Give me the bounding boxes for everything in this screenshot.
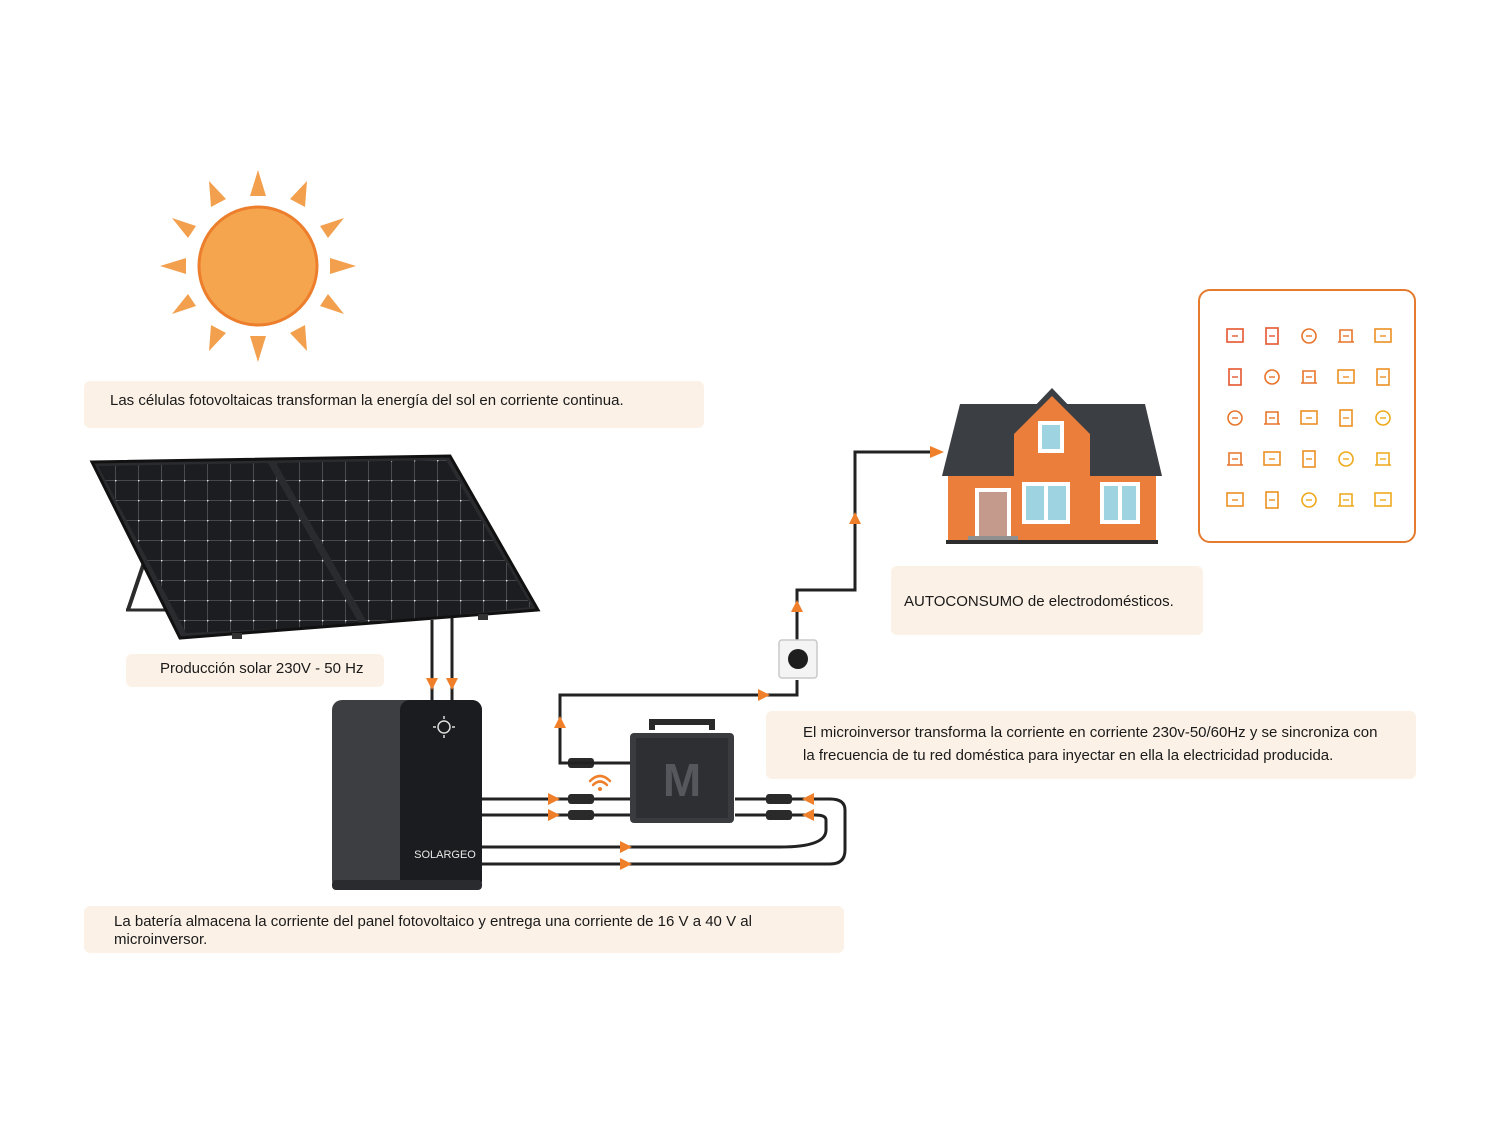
ac-arrows bbox=[554, 446, 944, 728]
svg-text:M: M bbox=[663, 754, 701, 806]
iron-icon bbox=[1338, 451, 1354, 467]
panel-battery-wires bbox=[430, 618, 454, 700]
lamp-icon bbox=[1264, 411, 1280, 425]
autoconsumo-caption: AUTOCONSUMO de electrodomésticos. bbox=[891, 566, 1203, 635]
washing-drum-icon bbox=[1376, 368, 1390, 386]
washer-icon bbox=[1265, 491, 1279, 509]
air-conditioner-icon bbox=[1226, 328, 1244, 343]
wifi-icon bbox=[588, 774, 612, 791]
fridge-icon bbox=[1339, 409, 1353, 427]
panel-icon bbox=[1374, 492, 1392, 507]
appliance-icons-panel bbox=[1198, 289, 1416, 543]
solar-production-caption: Producción solar 230V - 50 Hz bbox=[126, 654, 384, 687]
ac-unit-icon bbox=[1302, 450, 1316, 468]
treadmill-icon bbox=[1263, 451, 1281, 466]
sun-caption: Las células fotovoltaicas transforman la… bbox=[84, 381, 704, 428]
heater-icon bbox=[1338, 329, 1354, 343]
battery-caption: La batería almacena la corriente del pan… bbox=[84, 906, 844, 953]
autoconsumo-text: AUTOCONSUMO de electrodomésticos. bbox=[904, 593, 1174, 610]
solar-panel bbox=[89, 454, 541, 640]
microinverter-text-line1: El microinversor transforma la corriente… bbox=[803, 724, 1378, 741]
tv-icon bbox=[1375, 410, 1391, 426]
coffee-machine-icon bbox=[1375, 452, 1391, 466]
microinverter: M bbox=[630, 719, 734, 823]
microinverter-caption: El microinversor transforma la corriente… bbox=[766, 711, 1416, 779]
dishwasher-icon bbox=[1301, 492, 1317, 508]
down-arrows bbox=[426, 678, 458, 690]
sun-icon bbox=[160, 170, 356, 362]
speaker-icon bbox=[1265, 327, 1279, 345]
phone-icon bbox=[1227, 452, 1243, 466]
battery-text-line2: microinversor. bbox=[114, 931, 208, 948]
oven-icon bbox=[1300, 410, 1318, 425]
blender-icon bbox=[1338, 493, 1354, 507]
rice-cooker-icon bbox=[1227, 410, 1243, 426]
battery-text-line1: La batería almacena la corriente del pan… bbox=[114, 913, 752, 930]
house bbox=[942, 388, 1162, 544]
toaster-icon bbox=[1264, 369, 1280, 385]
mc4-connectors bbox=[568, 758, 792, 820]
wall-socket bbox=[778, 639, 818, 679]
microwave-icon bbox=[1301, 370, 1317, 384]
curtain-icon bbox=[1226, 492, 1244, 507]
dc-arrows bbox=[548, 793, 814, 870]
sun-caption-text: Las células fotovoltaicas transforman la… bbox=[110, 392, 624, 409]
battery-brand-label: SOLARGEO bbox=[414, 849, 476, 861]
solar-production-text: Producción solar 230V - 50 Hz bbox=[160, 660, 364, 677]
router-icon bbox=[1228, 368, 1242, 386]
water-dispenser-icon bbox=[1301, 328, 1317, 344]
microinverter-text-line2: la frecuencia de tu red doméstica para i… bbox=[803, 747, 1334, 764]
remote-icon bbox=[1374, 328, 1392, 343]
battery-unit bbox=[332, 700, 482, 890]
appliance-icon-grid bbox=[1226, 327, 1392, 509]
fan-icon bbox=[1337, 369, 1355, 384]
